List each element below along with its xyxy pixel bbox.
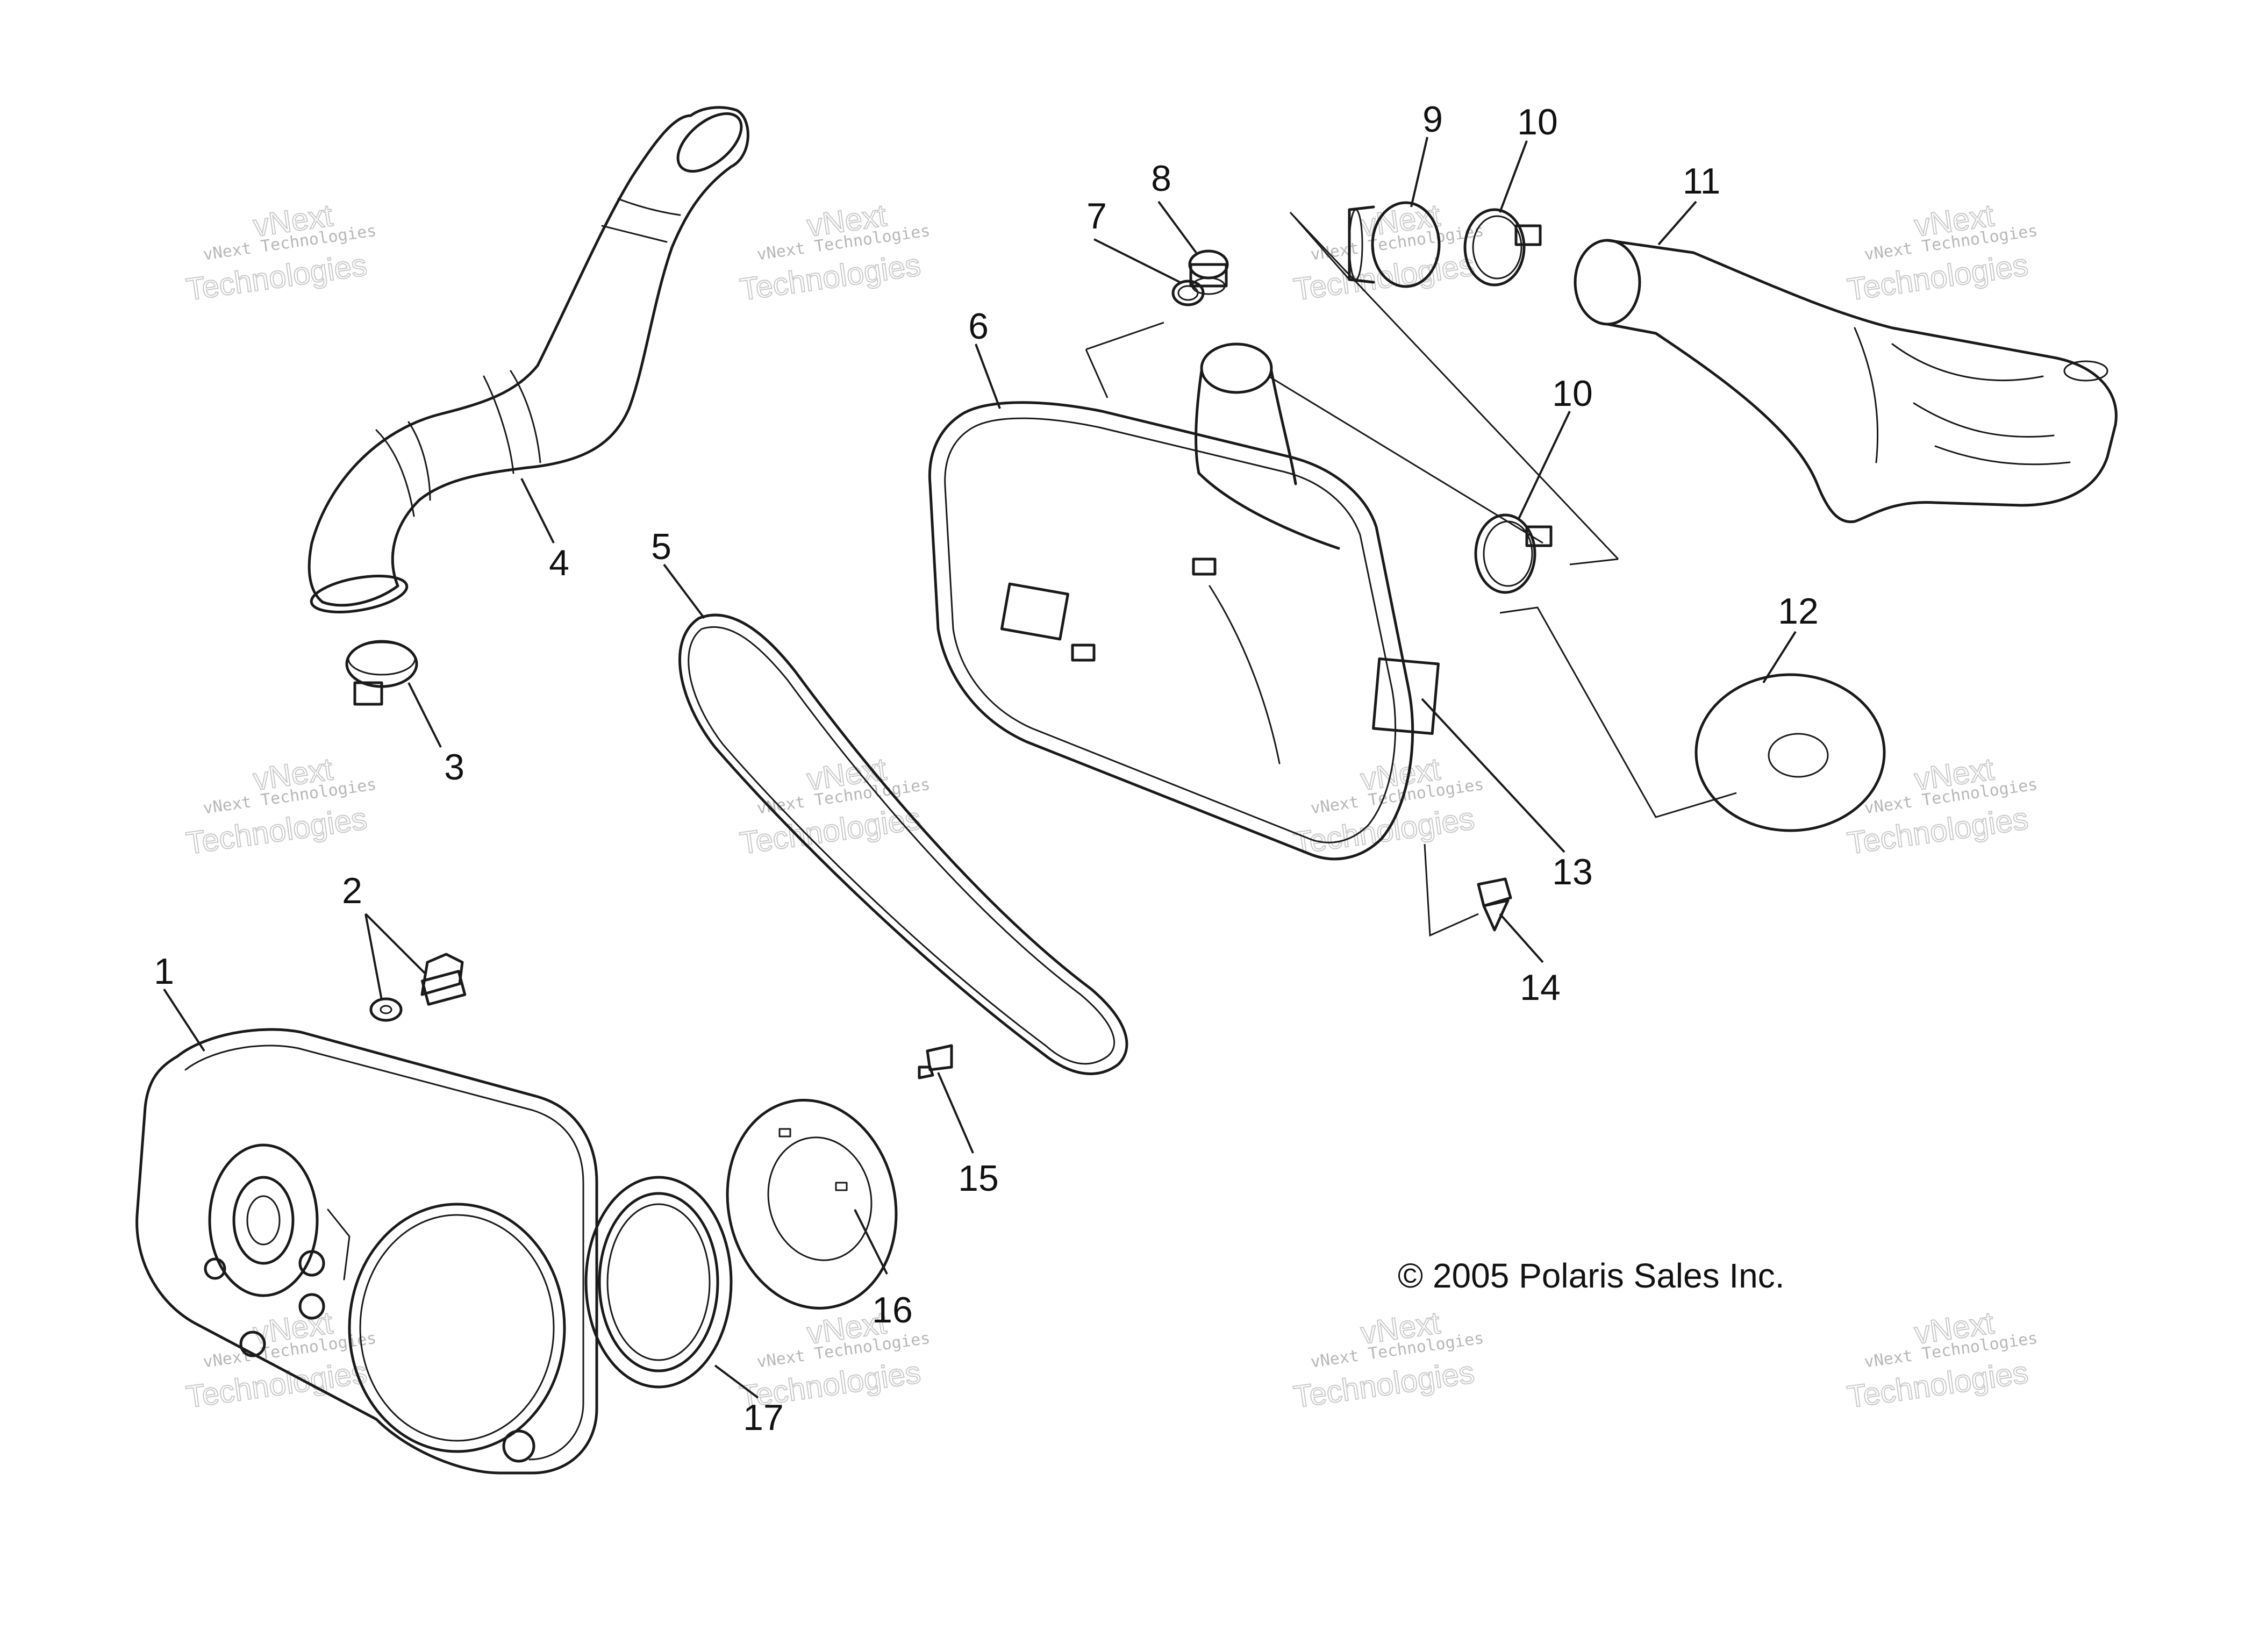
callout-15: 15	[958, 1158, 999, 1199]
screw-part	[1477, 877, 1512, 932]
watermark: vNext vNext Technologies Technologies	[183, 197, 377, 308]
drive-belt-part	[678, 613, 1128, 1075]
watermark: vNext vNext Technologies Technologies	[183, 751, 377, 862]
callout-10-lower: 10	[1552, 373, 1593, 414]
callout-6: 6	[968, 306, 989, 347]
clamp-upper-part	[1463, 208, 1542, 287]
outlet-duct-part	[1574, 239, 2118, 524]
callout-8: 8	[1151, 158, 1171, 199]
seal-part	[584, 1176, 733, 1389]
clamp-small-part	[345, 640, 418, 706]
watermark: vNext vNext Technologies Technologies	[1844, 751, 2039, 862]
watermarks: vNext vNext Technologies Technologies vN…	[183, 197, 2039, 1415]
callout-2: 2	[342, 870, 362, 911]
callout-13: 13	[1552, 852, 1593, 892]
inner-clutch-cover-part	[135, 1028, 598, 1475]
callout-1: 1	[154, 951, 174, 992]
bolt-washer-part	[369, 953, 467, 1022]
small-bolt-part	[918, 1044, 953, 1079]
callout-3: 3	[444, 747, 464, 788]
watermark: vNext vNext Technologies Technologies	[737, 751, 931, 862]
intake-duct-part	[308, 106, 749, 613]
duct-adapter-part	[1348, 201, 1441, 288]
plug-part	[1188, 249, 1229, 295]
outer-clutch-cover-part	[928, 342, 1440, 861]
callout-14: 14	[1520, 967, 1561, 1008]
copyright-notice: © 2005 Polaris Sales Inc.	[1398, 1256, 1785, 1295]
retaining-plate-part	[726, 1099, 898, 1310]
callout-17: 17	[743, 1397, 784, 1438]
watermark: vNext vNext Technologies Technologies	[737, 197, 931, 308]
callout-11: 11	[1683, 161, 1721, 202]
watermark: vNext vNext Technologies Technologies	[1844, 1305, 2039, 1415]
callout-labels: 1 2 3 4 5 6 7 8 9 10 10 11 12 13 14 15 1…	[154, 99, 1819, 1438]
watermark: vNext vNext Technologies Technologies	[1291, 751, 1485, 862]
callout-9: 9	[1422, 99, 1443, 140]
guide-lines	[1085, 211, 1737, 937]
gasket-part	[1695, 673, 1886, 832]
clamp-lower-part	[1474, 513, 1553, 594]
leader-lines	[163, 137, 1797, 1399]
callout-16: 16	[872, 1290, 913, 1331]
callout-12: 12	[1778, 591, 1819, 632]
watermark: vNext vNext Technologies Technologies	[1291, 1305, 1485, 1415]
watermark: vNext vNext Technologies Technologies	[1844, 197, 2039, 308]
callout-7: 7	[1086, 196, 1107, 237]
callout-10-upper: 10	[1517, 102, 1558, 142]
callout-4: 4	[549, 542, 569, 583]
callout-5: 5	[651, 526, 671, 567]
